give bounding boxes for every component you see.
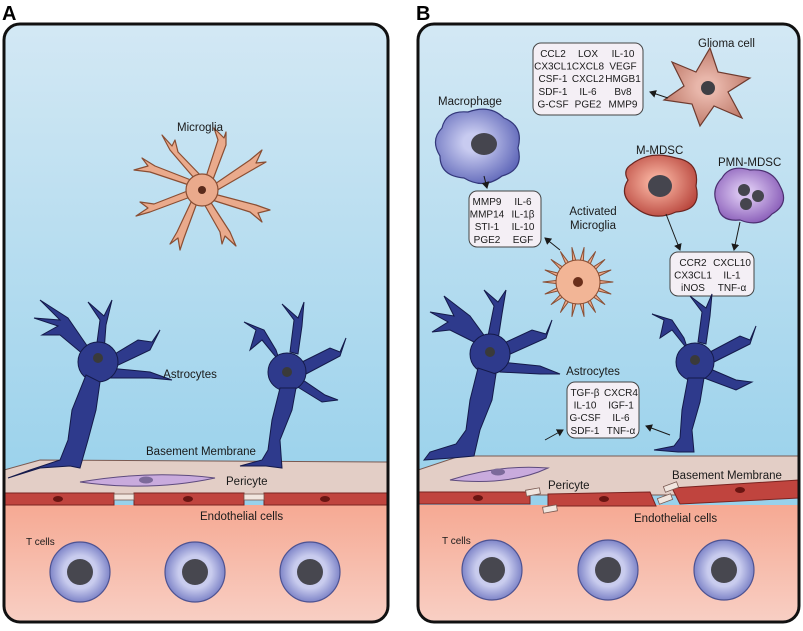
activated-microglia <box>542 247 614 317</box>
factor-item: CCL2 <box>540 49 566 60</box>
factor-item: IGF-1 <box>608 401 634 412</box>
arrow-astro-right-to-factors <box>645 424 671 436</box>
arrow-glioma-to-factors <box>649 90 669 99</box>
factor-item: PGE2 <box>575 99 602 110</box>
arrow-microglia-to-factors <box>544 237 561 251</box>
microglia-nucleus <box>573 277 583 287</box>
pericyte-b <box>449 466 550 482</box>
factor-item: CX3CL1 <box>674 271 712 282</box>
factor-item: CCR2 <box>679 258 707 269</box>
factor-item: CXCL2 <box>572 74 605 85</box>
factor-item: MMP14 <box>470 210 505 221</box>
factor-item: IL-1 <box>723 271 741 282</box>
activated-microglia-label-1: Activated <box>569 206 616 218</box>
factor-item: VEGF <box>609 62 636 73</box>
pmn-mdsc-label: PMN-MDSC <box>718 157 781 169</box>
astrocytes-label-a: Astrocytes <box>163 369 217 381</box>
factor-item: Bv8 <box>614 87 632 98</box>
astrocyte-a-left <box>7 299 173 479</box>
panel-b-letter: B <box>416 3 430 25</box>
endothelial-cells-label-b: Endothelial cells <box>634 513 717 525</box>
factor-item: IL-10 <box>574 401 597 412</box>
endothelial-layer-a <box>4 492 388 506</box>
factor-item: LOX <box>578 49 598 60</box>
factor-item: MMP9 <box>609 99 638 110</box>
factor-item: iNOS <box>681 283 705 294</box>
factor-item: CXCL10 <box>713 258 751 269</box>
factor-item: CXCR4 <box>604 388 638 399</box>
macrophage-label: Macrophage <box>438 96 502 108</box>
factor-item: CSF-1 <box>539 74 568 85</box>
glioma-cell-label: Glioma cell <box>698 38 755 50</box>
factor-item: IL-10 <box>512 222 535 233</box>
pericyte-label-b: Pericyte <box>548 480 590 492</box>
factor-item: HMGB1 <box>605 74 641 85</box>
panel-b-border <box>416 22 801 624</box>
factor-item: SDF-1 <box>539 87 568 98</box>
macrophage <box>434 108 520 185</box>
endothelial-layer-b <box>418 479 799 514</box>
t-cells-b <box>461 539 755 601</box>
factor-item: IL-6 <box>579 87 597 98</box>
basement-membrane-label-a: Basement Membrane <box>146 446 256 458</box>
panel-a-letter: A <box>2 3 16 25</box>
factor-item: SDF-1 <box>571 426 600 437</box>
factor-item: EGF <box>513 235 534 246</box>
glioma-cell <box>662 46 752 128</box>
pmn-mdsc-cell <box>714 167 785 224</box>
astrocyte-a-right <box>239 301 347 469</box>
factor-item: IL-10 <box>612 49 635 60</box>
m-mdsc-label: M-MDSC <box>636 145 683 157</box>
factor-item: MMP9 <box>473 197 502 208</box>
factor-item: G-CSF <box>537 99 568 110</box>
arrow-pmnmdsc-to-factors <box>731 221 741 251</box>
panel-a-border <box>2 22 390 624</box>
basement-membrane-label-b: Basement Membrane <box>672 470 782 482</box>
factor-item: CX3CL1 <box>534 62 572 73</box>
factor-item: IL-6 <box>612 413 630 424</box>
m-mdsc-cell <box>623 154 698 217</box>
microglia-a <box>133 127 271 251</box>
astrocytes-label-b: Astrocytes <box>566 366 620 378</box>
astrocyte-b-left <box>422 289 561 461</box>
factor-item: TNF-α <box>607 426 636 437</box>
astrocyte-b-right <box>651 293 757 453</box>
arrow-mmdsc-to-factors <box>665 213 682 251</box>
factor-item: G-CSF <box>569 413 600 424</box>
factor-item: IL-6 <box>514 197 532 208</box>
factor-item: PGE2 <box>474 235 501 246</box>
factor-item: STI-1 <box>475 222 500 233</box>
arrow-astro-left-to-factors <box>544 429 564 441</box>
activated-microglia-label-2: Microglia <box>570 220 617 232</box>
t-cells-a <box>49 541 341 603</box>
arrow-macrophage-to-factors <box>481 175 490 189</box>
factor-item: CXCL8 <box>572 62 605 73</box>
t-cells-label-b: T cells <box>442 536 471 547</box>
factor-item: TGF-β <box>570 388 599 399</box>
t-cells-label-a: T cells <box>26 537 55 548</box>
factor-item: TNF-α <box>718 283 747 294</box>
panel-a: Microglia Astrocytes Basement Membrane P… <box>2 22 390 624</box>
microglia-label-a: Microglia <box>177 122 224 134</box>
pericyte-label-a: Pericyte <box>226 476 268 488</box>
endothelial-cells-label-a: Endothelial cells <box>200 511 283 523</box>
pericyte-a <box>79 474 216 487</box>
factor-item: IL-1β <box>512 210 535 221</box>
